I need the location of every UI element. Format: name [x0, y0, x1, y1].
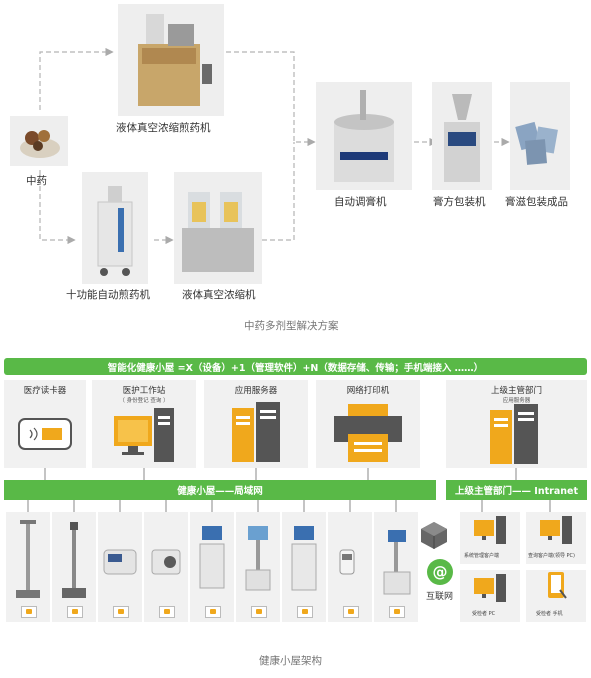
pc-icon: [540, 516, 572, 544]
device-bone-density: [98, 512, 142, 622]
device-tag-icon: [21, 606, 37, 618]
app-server-panel: 应用服务器: [204, 380, 308, 468]
card-reader-panel: 医疗读卡器: [4, 380, 86, 468]
lan-bar: 健康小屋——局域网: [4, 480, 436, 500]
ecg-workstation-icon: [199, 526, 225, 589]
internet-label: 互联网: [426, 592, 454, 602]
card-reader-title: 医疗读卡器: [23, 386, 67, 396]
client-admin-label: 系统管理客户端: [464, 553, 500, 559]
device-tag-icon: [389, 606, 405, 618]
device-tag-icon: [343, 606, 359, 618]
device-exam-cabinet: [282, 512, 326, 622]
machine-icon: [182, 192, 254, 272]
product-icon: [515, 121, 558, 165]
process-connectors: [39, 47, 510, 245]
bone-density-icon: [103, 549, 137, 575]
server-icon: [232, 402, 280, 462]
process-caption: 中药多剂型解决方案: [244, 320, 339, 332]
device-vision-tester: [374, 512, 418, 622]
internet-at-icon: @: [427, 559, 453, 585]
gateway-cube-icon: [421, 522, 447, 549]
superior-dept-subtitle: 应用服务器: [502, 398, 531, 404]
body-scale-icon: [62, 522, 86, 598]
app-server-title: 应用服务器: [234, 386, 278, 396]
vacuum-concentrator-photo: [174, 172, 262, 284]
device-height-scale: [6, 512, 50, 622]
machine-icon: [334, 90, 394, 182]
superior-dept-panel: 上级主管部门 应用服务器: [446, 380, 587, 468]
packaging-machine-label: 膏方包装机: [433, 196, 486, 208]
source-label: 中药: [26, 175, 47, 187]
exam-cabinet-icon: [291, 526, 317, 591]
device-tag-icon: [297, 606, 313, 618]
superior-dept-title: 上级主管部门: [490, 386, 542, 396]
pc-icon: [474, 574, 506, 602]
height-scale-icon: [16, 520, 40, 598]
packaging-machine-photo: [432, 82, 492, 190]
device-glucose-meter: [328, 512, 372, 622]
device-tag-icon: [205, 606, 221, 618]
phone-icon: [548, 572, 567, 599]
server-icon: [490, 404, 538, 464]
printer-title: 网络打印机: [346, 386, 390, 396]
svg-text:@: @: [433, 563, 448, 581]
device-tag-icon: [251, 606, 267, 618]
printer-panel: 网络打印机: [316, 380, 420, 468]
device-monitor-cart: [236, 512, 280, 622]
ten-function-decoction-machine-photo: [82, 172, 148, 284]
machine-icon: [97, 186, 133, 276]
device-blood-pressure: [144, 512, 188, 622]
lan-connectors: [27, 468, 517, 512]
herbs-photo: [10, 116, 68, 166]
glucose-meter-icon: [339, 549, 355, 575]
paste-mixer-label: 自动调膏机: [334, 196, 387, 208]
client-patient-phone-label: 受检者 手机: [536, 611, 563, 617]
client-patient-pc: 受检者 PC: [460, 570, 520, 622]
vacuum-decoction-machine-photo: [118, 4, 224, 116]
machine-icon: [138, 14, 212, 106]
client-query-label: 查询客户端(领导 PC): [528, 553, 575, 559]
monitor-cart-icon: [245, 526, 271, 591]
workstation-title: 医护工作站: [122, 386, 166, 396]
workstation-icon: [114, 408, 174, 462]
finished-product-photo: [510, 82, 570, 190]
printer-icon: [334, 404, 402, 462]
device-ecg-workstation: [190, 512, 234, 622]
device-body-scale: [52, 512, 96, 622]
intranet-bar: 上级主管部门—— Intranet: [446, 480, 587, 500]
card-reader-icon: [18, 418, 72, 450]
device-tag-icon: [67, 606, 83, 618]
client-patient-phone: 受检者 手机: [526, 570, 586, 622]
vision-tester-icon: [383, 530, 411, 595]
device-tag-icon: [159, 606, 175, 618]
finished-product-label: 膏滋包装成品: [505, 196, 568, 208]
herbs-icon: [20, 130, 60, 158]
pc-icon: [474, 516, 506, 544]
paste-mixer-photo: [316, 82, 412, 190]
arch-caption: 健康小屋架构: [259, 655, 322, 667]
vacuum-decoction-machine-label: 液体真空浓缩煎药机: [116, 122, 211, 134]
client-patient-pc-label: 受检者 PC: [472, 611, 496, 617]
device-tag-icon: [113, 606, 129, 618]
workstation-panel: 医护工作站 （ 身份登记 查询 ）: [92, 380, 196, 468]
client-connectors: [481, 500, 551, 512]
blood-pressure-icon: [151, 549, 181, 575]
top-banner: 智能化健康小屋 =X（设备）+1（管理软件）+N（数据存储、传输；手机端接入 ……: [4, 358, 587, 375]
machine-icon: [444, 94, 480, 182]
client-admin: 系统管理客户端: [460, 512, 520, 564]
vacuum-concentrator-label: 液体真空浓缩机: [182, 289, 256, 301]
ten-function-decoction-machine-label: 十功能自动煎药机: [66, 289, 150, 301]
workstation-subtitle: （ 身份登记 查询 ）: [119, 398, 169, 404]
client-query: 查询客户端(领导 PC): [526, 512, 586, 564]
